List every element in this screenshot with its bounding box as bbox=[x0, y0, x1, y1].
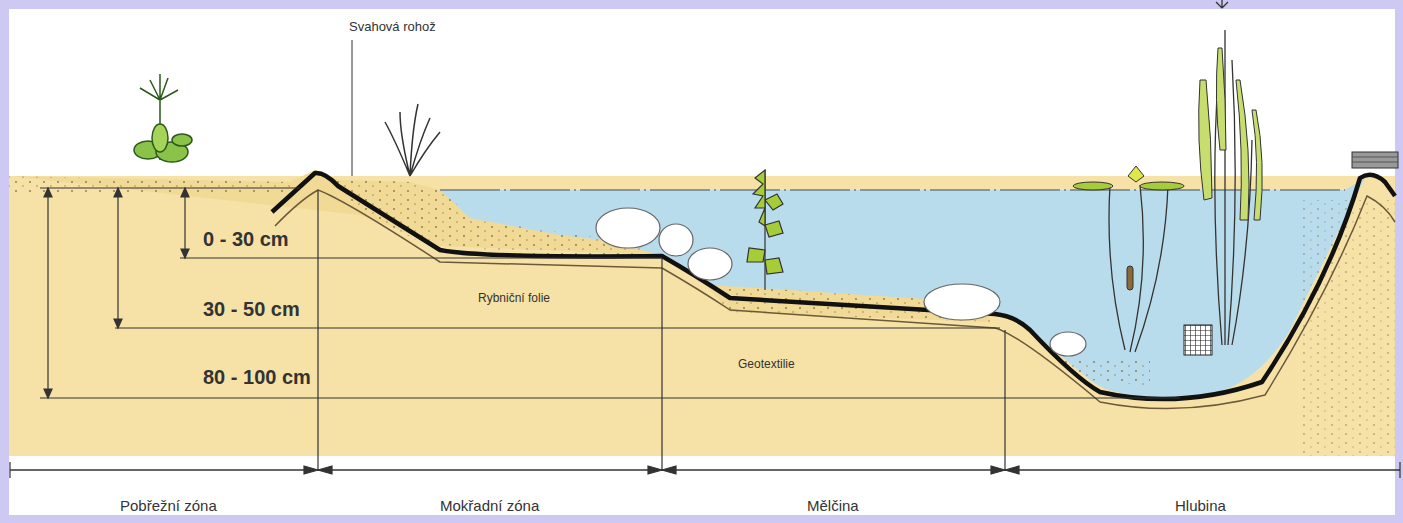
depth-dimension: 80 - 100 cm bbox=[200, 366, 314, 389]
zone-name: Mokřadní zóna bbox=[437, 497, 542, 514]
zone-name: Pobřežní zóna bbox=[117, 497, 220, 514]
part-label: Rybniční folie bbox=[475, 292, 553, 306]
zone-name: Mělčina bbox=[804, 497, 862, 514]
depth-dimension: 30 - 50 cm bbox=[200, 298, 303, 321]
zone-name: Hlubina bbox=[1172, 497, 1229, 514]
depth-dimension: 0 - 30 cm bbox=[200, 228, 292, 251]
part-label: Svahová rohož bbox=[346, 20, 439, 35]
part-label: Geotextilie bbox=[735, 358, 798, 372]
